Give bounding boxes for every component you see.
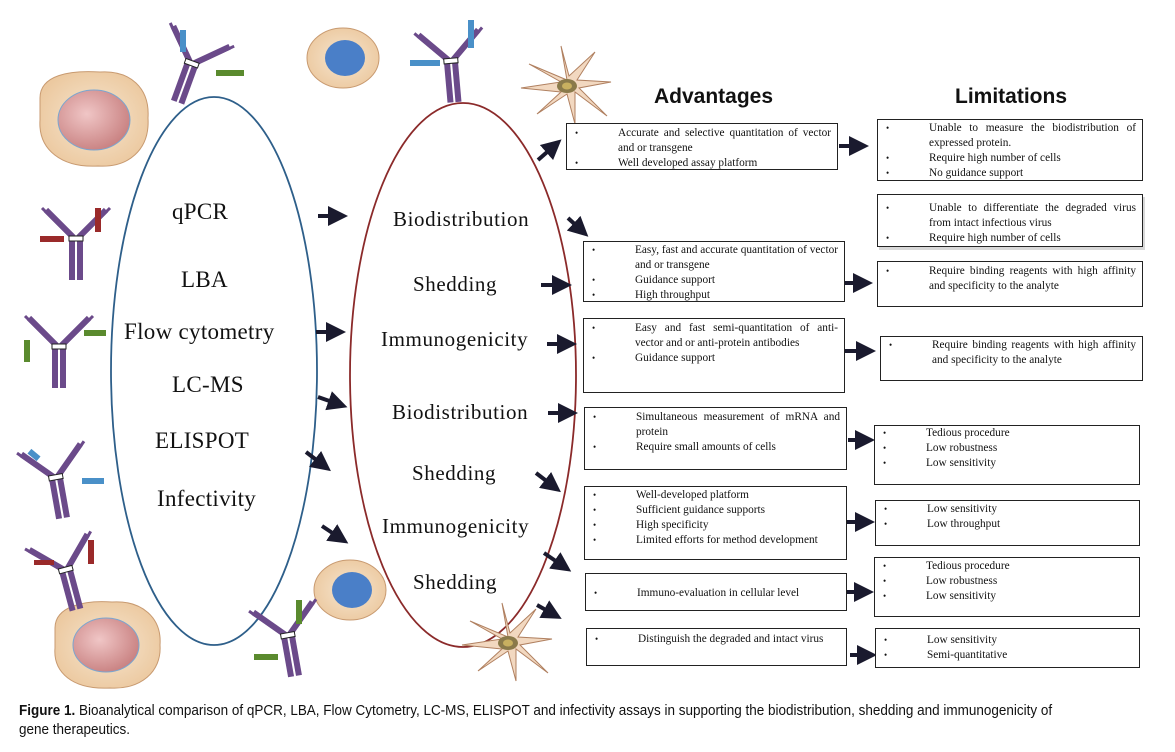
advantage-item: High throughput [592, 288, 838, 303]
limitations-box: Tedious procedure Low robustness Low sen… [874, 557, 1140, 617]
assay-label: LC-MS [172, 372, 244, 397]
advantages-header: Advantages [654, 85, 774, 108]
limitation-item: Unable to differentiate the degraded vir… [886, 201, 1136, 231]
advantages-box: Well-developed platform Sufficient guida… [584, 486, 847, 560]
antibody-icon [40, 208, 110, 280]
application-label: Immunogenicity [382, 514, 530, 538]
limitation-item: Low sensitivity [883, 456, 1133, 471]
cell-icon [54, 601, 161, 689]
advantage-item: High specificity [593, 518, 840, 533]
advantage-item: Sufficient guidance supports [593, 503, 840, 518]
arrow [542, 551, 572, 572]
limitation-item: Tedious procedure [883, 559, 1133, 574]
limitation-item: Low throughput [884, 517, 1133, 532]
cell-icon [313, 559, 387, 621]
antibody-icon [17, 441, 104, 524]
diagram-artwork [0, 0, 877, 689]
limitation-item: Low robustness [883, 574, 1133, 589]
antibody-icon [24, 316, 106, 388]
limitation-item: Unable to measure the biodistribution of… [886, 121, 1136, 151]
limitation-item: Require binding reagents with high affin… [889, 338, 1136, 368]
limitation-item: Low sensitivity [884, 502, 1133, 517]
advantage-item: Require small amounts of cells [593, 440, 840, 455]
antibody-icon [25, 531, 109, 618]
antibody-icon [249, 599, 328, 682]
cell-icon [306, 27, 380, 89]
assay-label: ELISPOT [155, 428, 250, 453]
advantages-box: Distinguish the degraded and intact viru… [586, 628, 847, 666]
advantage-item: Distinguish the degraded and intact viru… [595, 632, 840, 647]
limitations-box: Require binding reagents with high affin… [880, 336, 1143, 381]
advantages-box: Accurate and selective quantitation of v… [566, 123, 838, 171]
limitations-box: Require binding reagents with high affin… [877, 261, 1143, 307]
caption-text: Bioanalytical comparison of qPCR, LBA, F… [19, 703, 1053, 738]
dendritic-cell-icon [520, 45, 612, 125]
advantage-item: Easy, fast and accurate quantitation of … [592, 243, 838, 273]
application-label: Biodistribution [393, 207, 530, 231]
advantage-item: Limited efforts for method development [593, 533, 840, 548]
assay-label: Infectivity [157, 486, 257, 511]
limitations-header: Limitations [955, 85, 1068, 108]
limitation-item: Require high number of cells [886, 151, 1136, 166]
advantage-item: Immuno-evaluation in cellular level [594, 586, 840, 601]
assay-ellipse [110, 96, 318, 646]
dendritic-cell-icon [461, 602, 553, 682]
advantages-box: Simultaneous measurement of mRNA and pro… [584, 407, 847, 470]
arrow [534, 471, 561, 493]
application-label: Shedding [412, 461, 497, 485]
caption-label: Figure 1. [19, 703, 76, 719]
limitation-item: Semi-quantitative [884, 648, 1133, 663]
limitation-item: Low sensitivity [883, 589, 1133, 604]
arrow [317, 391, 348, 411]
advantage-item: Guidance support [592, 351, 838, 366]
limitation-item: Low robustness [883, 441, 1133, 456]
limitation-item: Require high number of cells [886, 231, 1136, 246]
arrow [566, 215, 589, 237]
advantages-box: Easy, fast and accurate quantitation of … [583, 241, 845, 303]
antibody-icon [146, 23, 244, 114]
arrow [320, 524, 349, 544]
assay-label: Flow cytometry [124, 319, 275, 344]
antibody-icon [410, 20, 488, 105]
advantages-box: Easy and fast semi-quantitation of anti-… [583, 318, 845, 393]
application-label: Shedding [413, 570, 498, 594]
advantages-box: Immuno-evaluation in cellular level [585, 573, 847, 611]
advantage-item: Guidance support [592, 273, 838, 288]
assay-label: LBA [181, 267, 228, 292]
limitation-item: Tedious procedure [883, 426, 1133, 441]
advantage-item: Accurate and selective quantitation of v… [575, 126, 831, 156]
application-label: Biodistribution [392, 400, 529, 424]
limitation-item: No guidance support [886, 166, 1136, 181]
limitation-item: Low sensitivity [884, 633, 1133, 648]
limitations-box: Low sensitivity Low throughput [875, 500, 1140, 546]
advantage-item: Simultaneous measurement of mRNA and pro… [593, 410, 840, 440]
arrow [536, 139, 562, 162]
application-label: Immunogenicity [381, 327, 529, 351]
application-label: Shedding [413, 272, 498, 296]
application-ellipse [349, 102, 577, 648]
cell-icon [39, 71, 149, 167]
arrow [536, 600, 562, 619]
figure-caption: Figure 1. Bioanalytical comparison of qP… [19, 702, 1079, 740]
arrow [304, 450, 331, 472]
limitations-box: Unable to differentiate the degraded vir… [877, 194, 1143, 247]
limitation-item: Require binding reagents with high affin… [886, 264, 1136, 294]
advantage-item: Easy and fast semi-quantitation of anti-… [592, 321, 838, 351]
assay-label: qPCR [172, 199, 229, 224]
limitations-box: Low sensitivity Semi-quantitative [875, 628, 1140, 668]
advantage-item: Well developed assay platform [575, 156, 831, 171]
limitations-box: Unable to measure the biodistribution of… [877, 119, 1143, 181]
advantage-item: Well-developed platform [593, 488, 840, 503]
limitations-box: Tedious procedure Low robustness Low sen… [874, 425, 1140, 485]
